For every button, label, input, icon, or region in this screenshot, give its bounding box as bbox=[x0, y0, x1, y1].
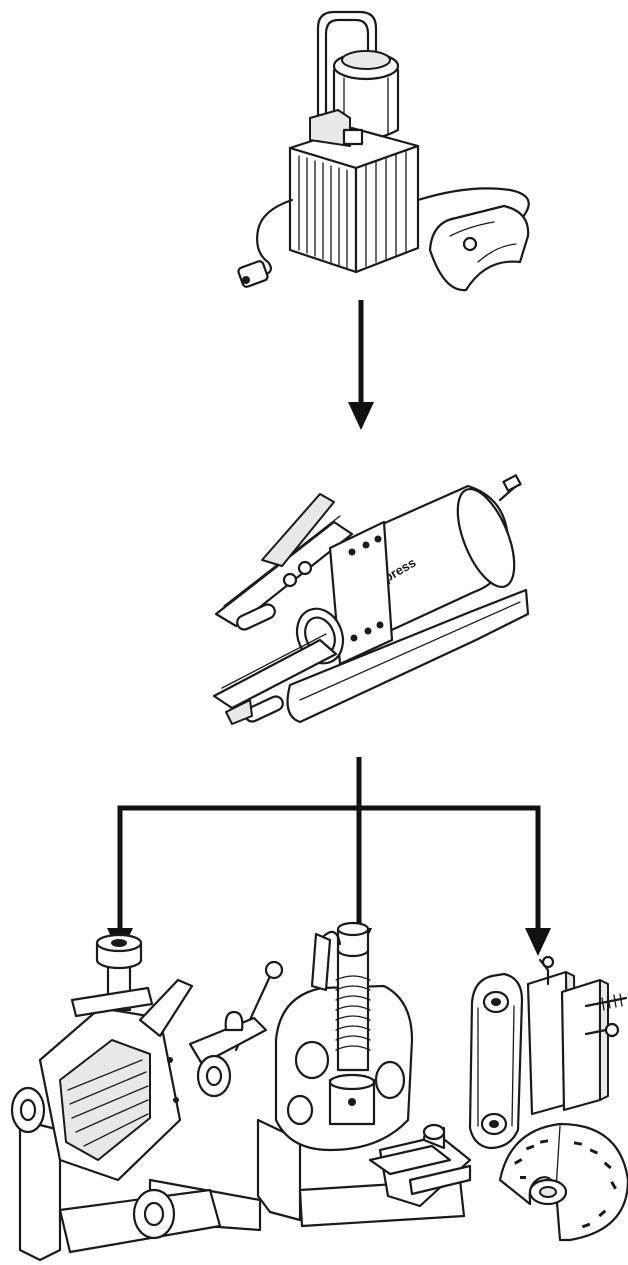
punching-tool-attachment-illustration bbox=[256, 921, 472, 1228]
die-and-disc-set-illustration bbox=[468, 955, 628, 1242]
foot-switch-icon bbox=[428, 204, 530, 292]
hydraulic-pump-unit-illustration bbox=[237, 10, 530, 292]
hydraulic-press-cylinder-illustration: novopress bbox=[212, 474, 530, 725]
bending-tool-attachment-illustration bbox=[10, 933, 284, 1262]
arrow-pump-to-press bbox=[348, 300, 374, 430]
plug-connector-icon bbox=[237, 260, 269, 288]
arrow-press-to-tools bbox=[107, 757, 551, 956]
